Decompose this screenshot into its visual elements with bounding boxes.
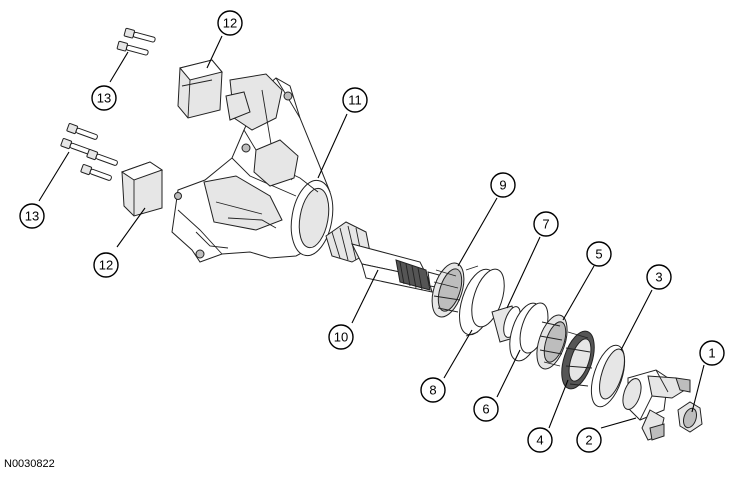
svg-text:10: 10 bbox=[334, 330, 348, 345]
svg-text:11: 11 bbox=[348, 93, 362, 108]
carrier-housing bbox=[171, 73, 334, 263]
callout-3: 3 bbox=[646, 264, 672, 290]
svg-text:1: 1 bbox=[708, 346, 715, 361]
callout-6: 6 bbox=[473, 396, 499, 422]
svg-text:12: 12 bbox=[99, 258, 113, 273]
svg-text:5: 5 bbox=[595, 247, 602, 262]
callout-11: 11 bbox=[342, 87, 368, 113]
svg-text:2: 2 bbox=[585, 433, 592, 448]
callout-12-upper: 12 bbox=[217, 10, 243, 36]
svg-text:13: 13 bbox=[25, 209, 39, 224]
svg-text:9: 9 bbox=[499, 178, 506, 193]
callout-2: 2 bbox=[576, 427, 602, 453]
svg-text:12: 12 bbox=[223, 16, 237, 31]
bushing-lower bbox=[120, 161, 164, 217]
pinion-seal bbox=[561, 330, 595, 390]
bushing-upper bbox=[177, 59, 223, 119]
svg-text:7: 7 bbox=[542, 217, 549, 232]
leader-lines bbox=[38, 35, 705, 429]
svg-text:13: 13 bbox=[97, 91, 111, 106]
pinion-yoke bbox=[622, 369, 691, 441]
callout-13-upper: 13 bbox=[91, 85, 117, 111]
callout-13-lower: 13 bbox=[19, 203, 45, 229]
callout-10: 10 bbox=[328, 324, 354, 350]
bolts-lower bbox=[60, 123, 118, 181]
callout-4: 4 bbox=[527, 427, 553, 453]
pinion-bearing-inner bbox=[431, 262, 465, 318]
callout-8: 8 bbox=[420, 377, 446, 403]
svg-text:8: 8 bbox=[429, 383, 436, 398]
callout-9: 9 bbox=[490, 172, 516, 198]
svg-text:6: 6 bbox=[482, 402, 489, 417]
callout-7: 7 bbox=[533, 211, 559, 237]
callout-1: 1 bbox=[699, 340, 725, 366]
callout-5: 5 bbox=[586, 241, 612, 267]
slinger-deflector bbox=[590, 344, 626, 408]
svg-text:3: 3 bbox=[655, 270, 662, 285]
pinion-bearing-outer bbox=[536, 314, 568, 370]
drive-pinion bbox=[325, 221, 453, 293]
svg-text:4: 4 bbox=[536, 433, 543, 448]
pinion-nut bbox=[677, 401, 703, 433]
callout-12-lower: 12 bbox=[93, 252, 119, 278]
bolts-upper bbox=[116, 27, 156, 56]
figure-id: N0030822 bbox=[4, 458, 55, 470]
